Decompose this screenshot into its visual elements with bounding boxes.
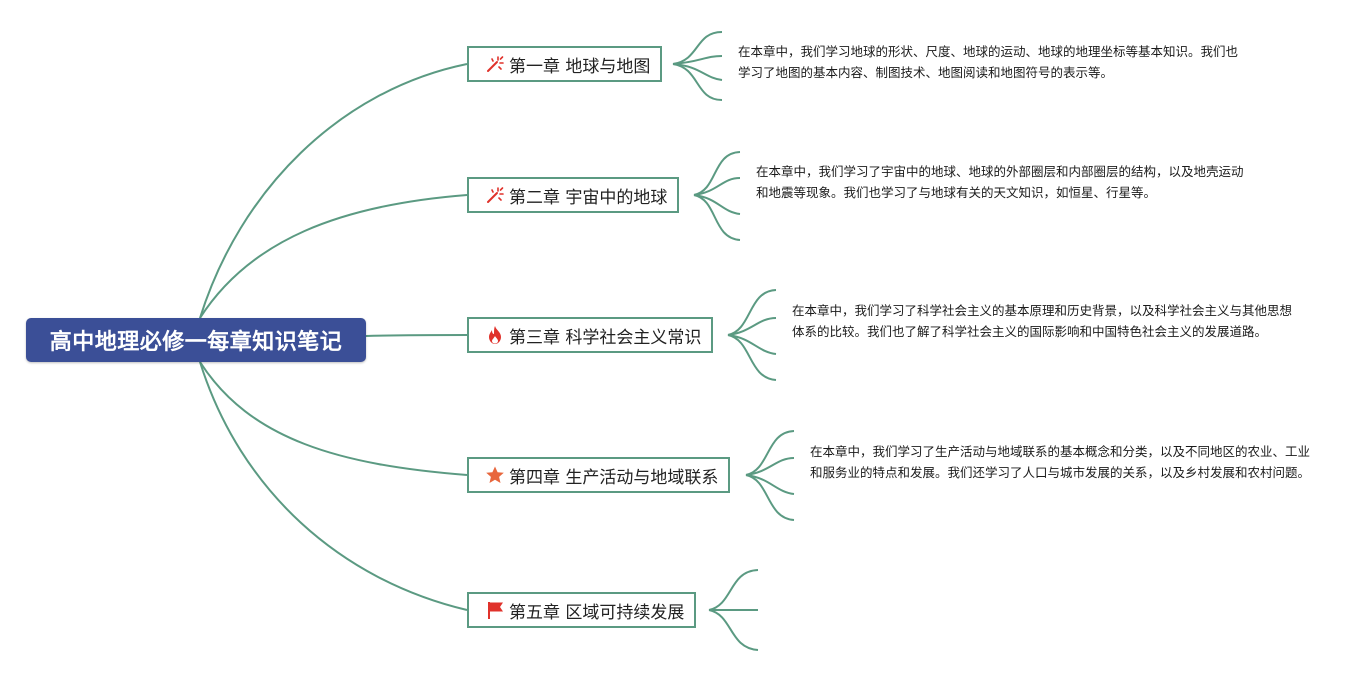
fan-ch4-1 xyxy=(745,430,795,476)
branch-chapter-3[interactable]: 第三章 科学社会主义常识 xyxy=(467,317,714,353)
branch-label: 第三章 科学社会主义常识 xyxy=(509,327,702,348)
fan-ch2-2 xyxy=(693,177,741,196)
star-icon xyxy=(485,465,505,485)
fan-ch3-1 xyxy=(727,289,777,336)
connector-root-ch5 xyxy=(199,361,468,611)
branch-chapter-5[interactable]: 第五章 区域可持续发展 xyxy=(467,592,697,628)
root-node[interactable]: 高中地理必修一每章知识笔记 xyxy=(26,318,366,362)
fire-icon xyxy=(485,325,505,345)
connector-root-ch1 xyxy=(199,63,468,319)
note-chapter-3: 在本章中，我们学习了科学社会主义的基本原理和历史背景，以及科学社会主义与其他思想… xyxy=(792,303,1293,339)
branch-label: 第一章 地球与地图 xyxy=(509,56,651,77)
branch-chapter-1[interactable]: 第一章 地球与地图 xyxy=(467,46,663,82)
connector-root-ch2 xyxy=(199,194,468,319)
branch-chapter-4[interactable]: 第四章 生产活动与地域联系 xyxy=(467,457,731,493)
sparkle-wand-icon xyxy=(485,185,505,205)
sparkle-wand-icon xyxy=(485,54,505,74)
fan-ch2-4 xyxy=(693,194,741,241)
fan-ch4-4 xyxy=(745,474,795,521)
branch-label: 第二章 宇宙中的地球 xyxy=(509,187,668,208)
fan-ch5-1 xyxy=(708,569,759,611)
fan-ch5-3 xyxy=(708,609,759,651)
note-chapter-4: 在本章中，我们学习了生产活动与地域联系的基本概念和分类，以及不同地区的农业、工业… xyxy=(810,444,1311,480)
fan-ch1-4 xyxy=(672,63,723,101)
note-chapter-2: 在本章中，我们学习了宇宙中的地球、地球的外部圈层和内部圈层的结构，以及地壳运动和… xyxy=(756,164,1244,200)
fan-ch2-1 xyxy=(693,151,741,196)
fan-ch1-2 xyxy=(672,55,723,65)
root-title: 高中地理必修一每章知识笔记 xyxy=(49,330,343,355)
connector-root-ch4 xyxy=(199,361,468,476)
connector-root-ch3 xyxy=(365,334,468,337)
fan-ch3-2 xyxy=(727,317,777,336)
fan-ch3-4 xyxy=(727,334,777,381)
fan-ch1-1 xyxy=(672,31,723,65)
flag-icon xyxy=(485,600,505,620)
branch-label: 第四章 生产活动与地域联系 xyxy=(509,467,719,488)
note-chapter-1: 在本章中，我们学习地球的形状、尺度、地球的运动、地球的地理坐标等基本知识。我们也… xyxy=(738,44,1239,80)
branch-chapter-2[interactable]: 第二章 宇宙中的地球 xyxy=(467,177,680,213)
fan-ch4-2 xyxy=(745,457,795,476)
branch-label: 第五章 区域可持续发展 xyxy=(509,602,685,623)
